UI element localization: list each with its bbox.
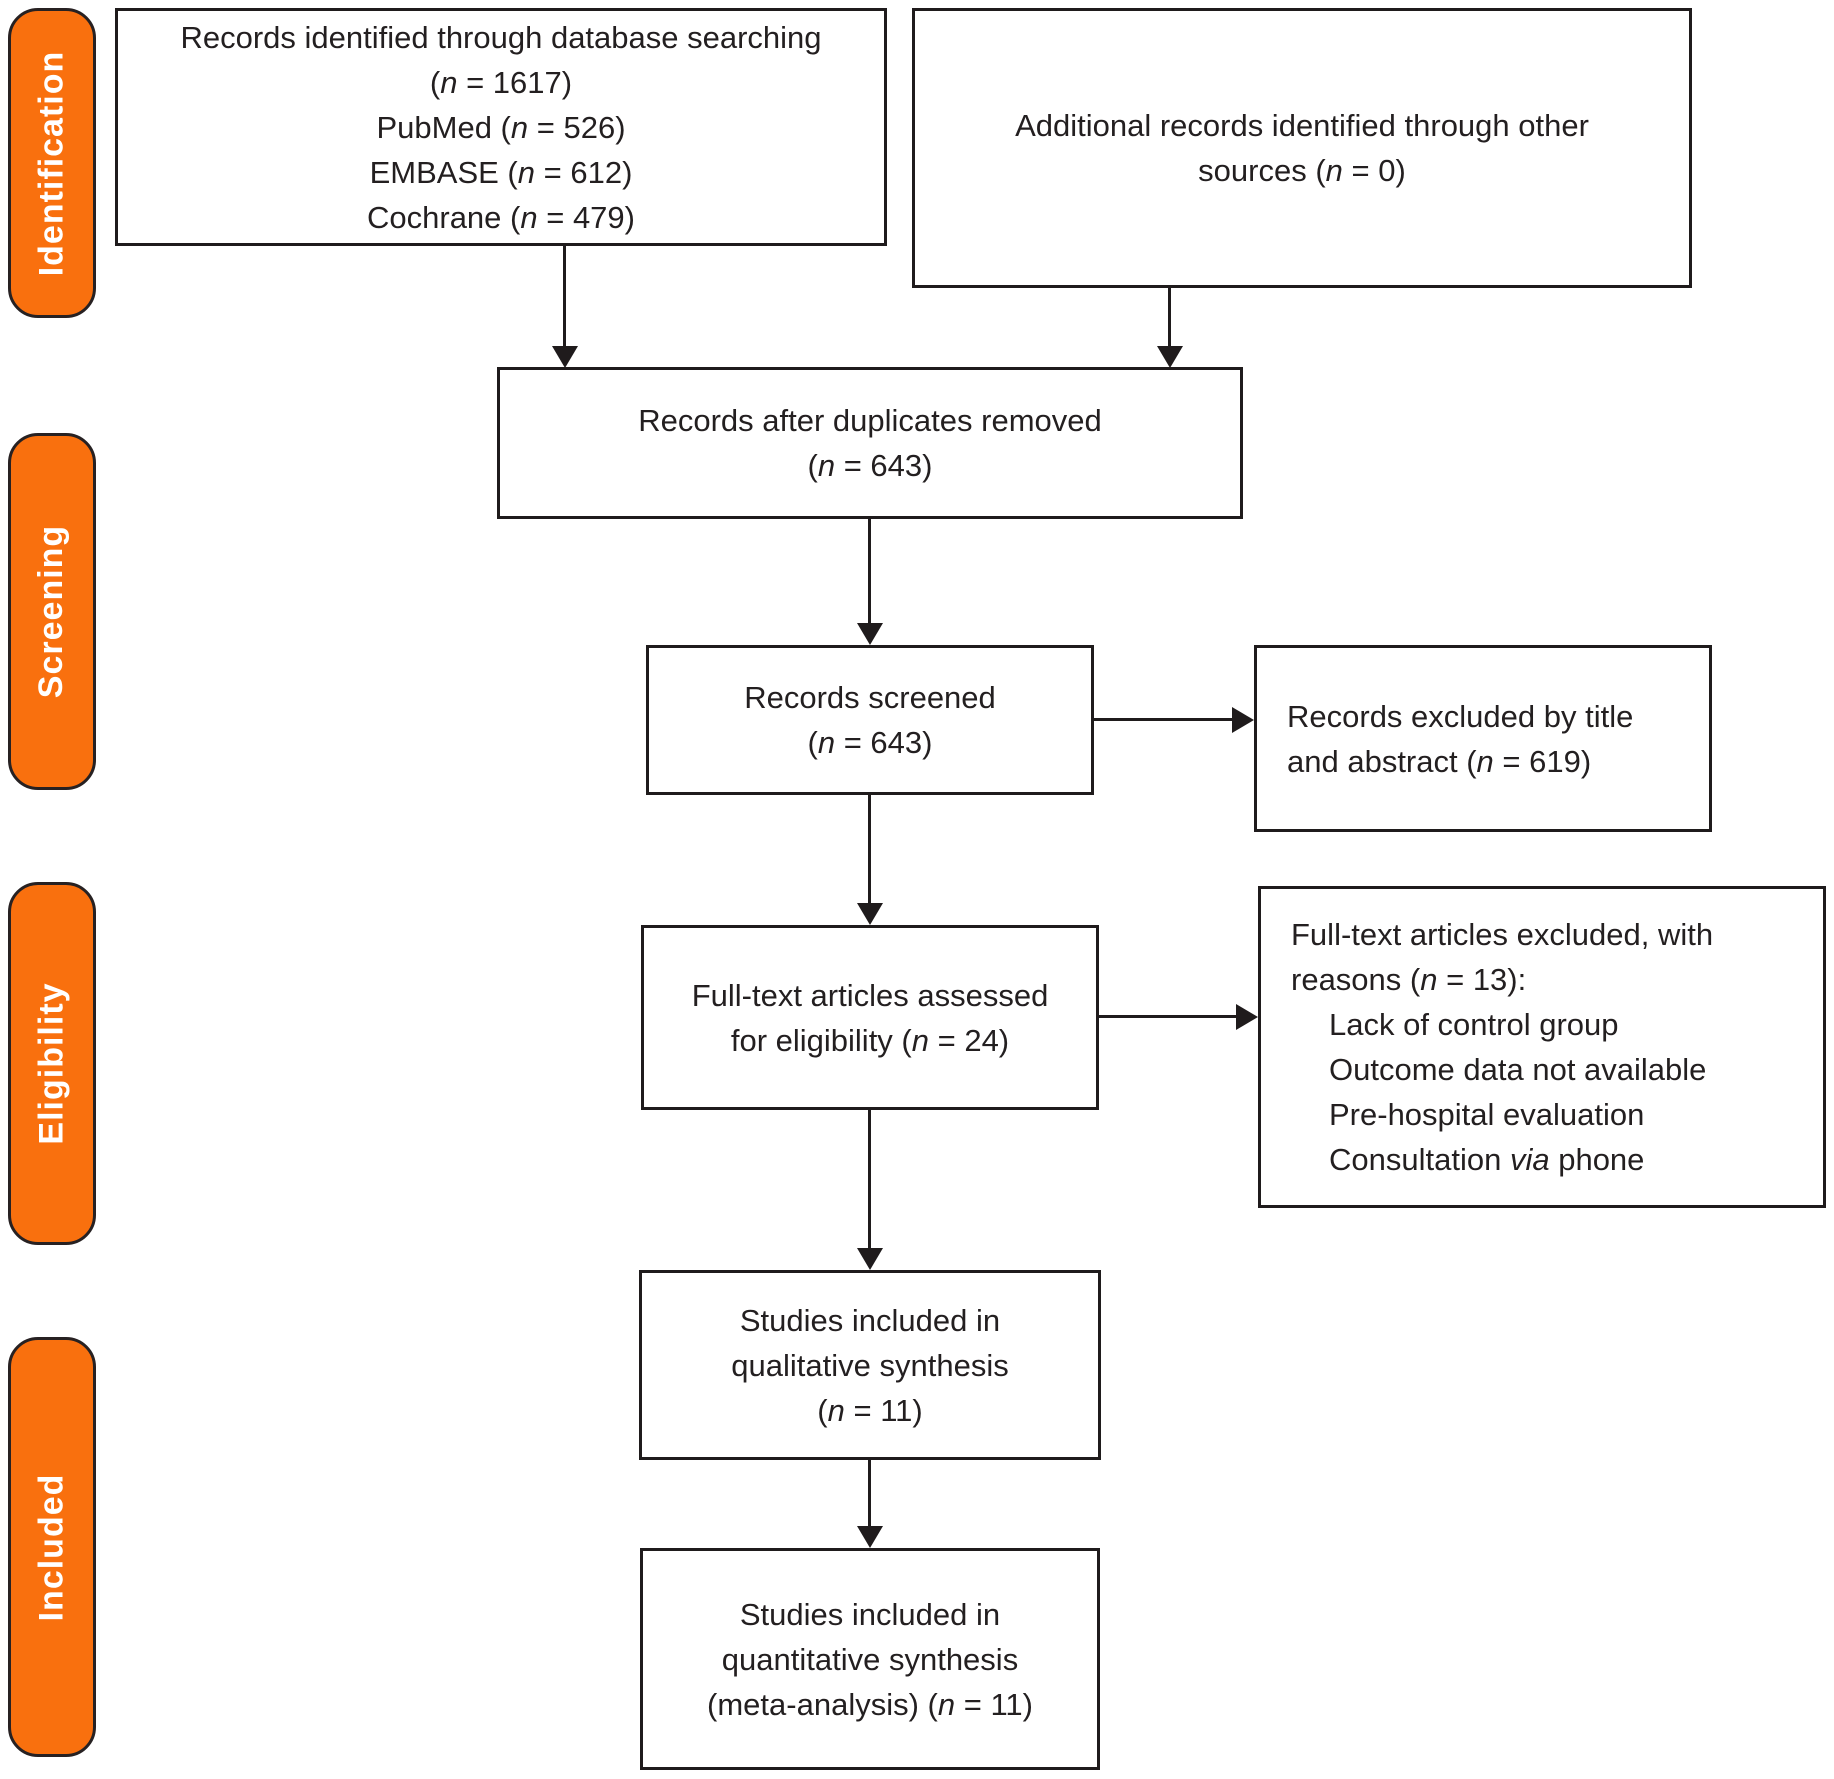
arrow-line — [868, 795, 871, 903]
arrow-line — [868, 519, 871, 623]
box-quantitative-synthesis: Studies included in quantitative synthes… — [640, 1548, 1100, 1770]
stage-badge-label: Eligibility — [32, 982, 71, 1145]
arrow-head-down-icon — [552, 346, 578, 368]
box-line: (meta-analysis) (n = 11) — [707, 1686, 1033, 1722]
box-records-screened: Records screened (n = 643) — [646, 645, 1094, 795]
arrow-head-down-icon — [857, 623, 883, 645]
box-line-reason: Lack of control group — [1329, 1007, 1619, 1042]
box-records-excluded-title-abstract: Records excluded by title and abstract (… — [1254, 645, 1712, 832]
box-line: Full-text articles assessed — [691, 977, 1049, 1013]
box-line: Additional records identified through ot… — [1015, 108, 1589, 143]
box-line: (n = 643) — [807, 725, 933, 760]
box-qualitative-synthesis: Studies included in qualitative synthesi… — [639, 1270, 1101, 1460]
box-line: Records after duplicates removed — [638, 403, 1102, 438]
stage-badge-label: Screening — [32, 524, 71, 699]
arrow-line — [563, 246, 566, 346]
box-line: EMBASE (n = 612) — [369, 154, 633, 190]
box-line: PubMed (n = 526) — [376, 109, 626, 145]
arrow-head-down-icon — [1157, 346, 1183, 368]
box-line-reason: Outcome data not available — [1329, 1052, 1707, 1087]
box-line: Records screened — [744, 680, 996, 715]
arrow-head-right-icon — [1236, 1004, 1258, 1030]
box-line: Records excluded by title — [1287, 698, 1634, 734]
box-line: (n = 1617) — [429, 64, 573, 100]
box-line: qualitative synthesis — [731, 1347, 1009, 1383]
arrow-line — [1099, 1015, 1236, 1018]
stage-badge-identification: Identification — [8, 8, 96, 318]
box-fulltext-assessed: Full-text articles assessed for eligibil… — [641, 925, 1099, 1110]
box-line: reasons (n = 13): — [1291, 962, 1527, 997]
arrow-head-down-icon — [857, 903, 883, 925]
arrow-line — [1168, 288, 1171, 346]
box-line: quantitative synthesis — [721, 1641, 1019, 1677]
arrow-line — [1094, 718, 1232, 721]
arrow-line — [868, 1460, 871, 1526]
stage-badge-label: Included — [32, 1473, 71, 1621]
box-line: Studies included in — [739, 1302, 1001, 1338]
box-records-identified: Records identified through database sear… — [115, 8, 887, 246]
box-line: (n = 11) — [817, 1392, 923, 1428]
stage-badge-eligibility: Eligibility — [8, 882, 96, 1245]
box-duplicates-removed: Records after duplicates removed (n = 64… — [497, 367, 1243, 519]
box-line: for eligibility (n = 24) — [730, 1022, 1010, 1058]
stage-badge-screening: Screening — [8, 433, 96, 790]
box-line: Studies included in — [739, 1596, 1001, 1632]
box-line: and abstract (n = 619) — [1287, 743, 1592, 779]
box-line-reason: Consultation via phone — [1329, 1142, 1645, 1177]
box-line: sources (n = 0) — [1198, 153, 1406, 188]
box-line: (n = 643) — [807, 448, 933, 483]
box-additional-records: Additional records identified through ot… — [912, 8, 1692, 288]
box-line: Cochrane (n = 479) — [367, 199, 635, 235]
stage-badge-included: Included — [8, 1337, 96, 1757]
arrow-head-down-icon — [857, 1526, 883, 1548]
box-line: Full-text articles excluded, with — [1291, 917, 1714, 952]
box-line-reason: Pre-hospital evaluation — [1329, 1097, 1645, 1132]
box-fulltext-excluded-reasons: Full-text articles excluded, with reason… — [1258, 886, 1826, 1208]
box-line: Records identified through database sear… — [180, 19, 822, 55]
arrow-line — [868, 1110, 871, 1248]
arrow-head-right-icon — [1232, 707, 1254, 733]
stage-badge-label: Identification — [32, 50, 71, 276]
arrow-head-down-icon — [857, 1248, 883, 1270]
